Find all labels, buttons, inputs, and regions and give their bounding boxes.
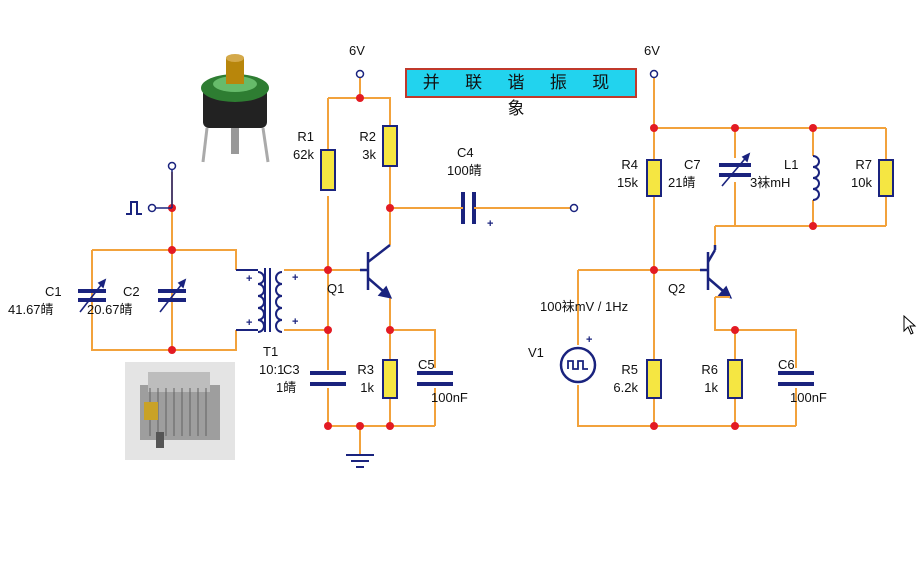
r3-value: 1k [360,380,374,395]
r1-value: 62k [293,147,314,162]
svg-text:+: + [246,273,252,285]
c4-name: C4 [457,145,474,160]
potentiometer-photo [201,54,270,163]
polarity-marks: + + + + + + [246,218,592,346]
resistor-r6 [727,359,743,399]
r3-name: R3 [357,362,374,377]
capacitor-c1 [78,289,106,302]
inductor-l1 [812,155,820,201]
transistor-q1 [360,244,393,299]
r4-name: R4 [621,157,638,172]
ground-icon [346,454,374,468]
t1-ratio: 10:1 [259,362,285,377]
r5-value: 6.2k [613,380,638,395]
page-title: 并 联 谐 振 现 象 [405,68,637,119]
resistor-r5 [646,359,662,399]
capacitor-c4 [461,192,476,224]
svg-text:+: + [586,334,592,346]
transistor-q2 [700,245,733,299]
q2-name: Q2 [668,281,686,296]
c6-name: C6 [778,357,795,372]
resistor-r2 [382,125,398,167]
svg-text:+: + [292,272,298,284]
resistor-r1 [320,149,336,191]
svg-text:+: + [292,316,298,328]
r2-name: R2 [359,129,376,144]
variable-capacitor-photo [125,362,235,460]
resistor-r4 [646,159,662,197]
v1-value: 100袜mV / 1Hz [540,299,629,314]
ac-source-icon [559,346,597,384]
terminals [147,69,659,213]
capacitor-c6 [778,371,814,386]
r6-value: 1k [704,380,718,395]
r7-value: 10k [851,175,872,190]
junction-nodes [168,94,817,430]
c1-value: 41.67皘 [8,302,54,317]
capacitor-c5 [417,371,453,386]
c6-value: 100nF [790,390,827,405]
c3-value: 1皘 [276,380,297,395]
svg-text:+: + [246,317,252,329]
c1-name: C1 [45,284,62,299]
r1-name: R1 [297,129,314,144]
c2-value: 20.67皘 [87,302,133,317]
l1-value: 3袜mH [750,175,791,190]
r6-name: R6 [701,362,718,377]
supply-label-right: 6V [644,43,660,58]
c7-value: 21皘 [668,175,696,190]
transformer-t1 [236,268,283,333]
square-wave-icon [126,201,142,215]
capacitor-c7 [719,163,751,177]
c5-name: C5 [418,357,435,372]
v1-name: V1 [528,345,544,360]
r2-value: 3k [362,147,376,162]
variable-arrows [79,152,751,313]
r7-name: R7 [855,157,872,172]
capacitor-c3 [310,371,346,386]
mouse-cursor-icon [903,315,917,335]
c4-value: 100皘 [447,163,482,178]
q1-name: Q1 [327,281,345,296]
resistor-r7 [878,159,894,197]
r4-value: 15k [617,175,638,190]
resistor-r3 [382,359,398,399]
capacitor-c2 [158,289,186,302]
c7-name: C7 [684,157,701,172]
svg-text:+: + [487,218,493,230]
r5-name: R5 [621,362,638,377]
c2-name: C2 [123,284,140,299]
supply-label-left: 6V [349,43,365,58]
c5-value: 100nF [431,390,468,405]
l1-name: L1 [784,157,799,172]
c3-name: C3 [283,362,300,377]
t1-name: T1 [263,344,279,359]
